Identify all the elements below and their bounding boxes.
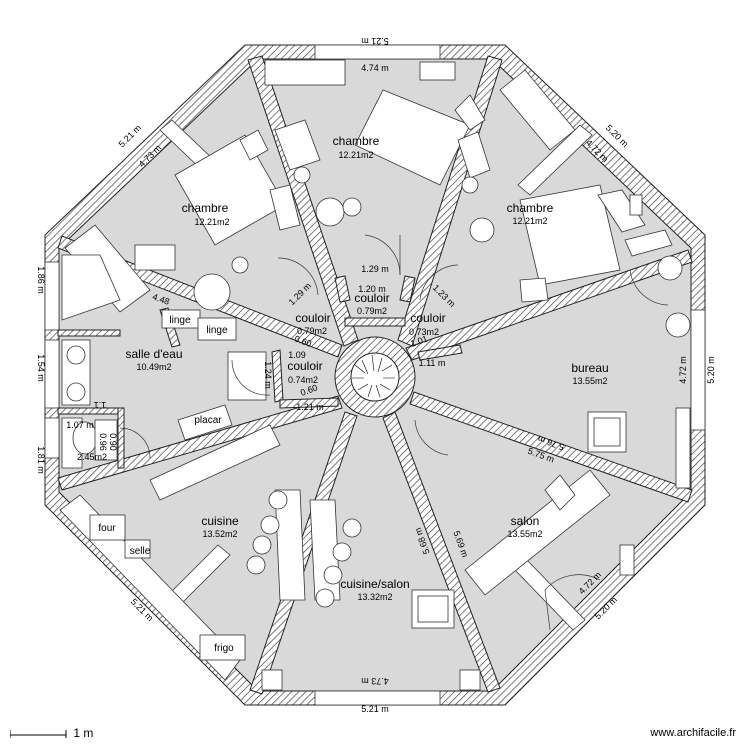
room-salle-eau-area: 10.49m2 [136,362,171,372]
dim-c109: 1.09 [288,350,306,360]
room-bureau-label: bureau [571,361,608,375]
room-wc-area: 2.45m2 [77,452,107,462]
room-couloir-2-area: 0.79m2 [357,306,387,316]
room-chambre-left-area: 12.21m2 [194,217,229,227]
room-couloir-4-label: couloir [287,359,322,373]
room-salle-eau-label: salle d'eau [126,347,183,361]
room-couloir-3-area: 0.73m2 [409,327,439,337]
scale-bar-label: 1 m [73,726,94,740]
room-couloir-3-label: couloir [410,311,445,325]
room-couloir-1-label: couloir [295,311,330,325]
scale-bar: 1 m [9,726,94,740]
fixture-linge-2: linge [206,325,228,336]
room-cuisine-salon-area: 13.32m2 [357,592,392,602]
fixture-four: four [98,523,116,534]
room-salon-label: salon [511,514,540,528]
room-bureau-area: 13.55m2 [572,376,607,386]
dim-bottom-inner: 4.73 m [361,676,389,686]
fixture-linge-1: linge [169,315,191,326]
dim-left-bottom: 1.81 m [36,446,46,474]
room-chambre-top-area: 12.21m2 [338,150,373,160]
central-labels [352,354,395,398]
dim-c111: 1.11 m [419,358,446,368]
dim-c120: 1.20 m [358,284,386,294]
room-chambre-right-area: 12.21m2 [512,216,547,226]
dim-c121: 1.21 m [296,402,324,412]
fixture-placar: placar [194,415,222,426]
dim-right-inner: 4.72 m [678,356,688,384]
dim-c129a: 1.29 m [361,264,389,274]
dim-top-inner: 4.74 m [361,63,389,73]
room-couloir-4-area: 0.74m2 [288,375,318,385]
dim-c096: 0.96 [98,433,108,451]
room-chambre-right-label: chambre [507,201,554,215]
dim-left-top: 1.86 m [36,266,46,294]
dim-right-outer: 5.20 m [706,356,716,384]
room-cuisine-label: cuisine [201,514,239,528]
corridor-partitions [271,275,463,409]
room-couloir-2-label: couloir [354,291,389,305]
credit-link[interactable]: www.archifacile.fr [650,727,736,739]
furniture [59,59,691,691]
dim-bottom-outer: 5.21 m [361,704,389,714]
dim-left-mid: 1.54 m [36,354,46,382]
dim-c11: 1.1 [94,400,107,410]
dim-c124: 1.24 m [263,361,273,389]
dim-c107: 1.07 m [66,420,94,430]
fixture-labels: linge linge placar four selle frigo [98,315,234,654]
scale-bar-line [9,729,67,738]
room-chambre-top-label: chambre [333,134,380,148]
room-couloir-1-area: 0.79m2 [297,326,327,336]
door-swings [119,234,669,631]
room-cuisine-area: 13.52m2 [202,529,237,539]
central-core [350,352,400,402]
dim-top-outer: 5.21 m [361,36,389,46]
fixture-frigo: frigo [214,643,234,654]
room-labels: chambre 12.21m2 chambre 12.21m2 chambre … [77,134,609,602]
room-salon-area: 13.55m2 [507,529,542,539]
dim-c090: 0.90 [108,433,118,451]
room-chambre-left-label: chambre [182,201,229,215]
fixture-vaisselle: selle [130,546,151,557]
room-cuisine-salon-label: cuisine/salon [340,577,409,591]
